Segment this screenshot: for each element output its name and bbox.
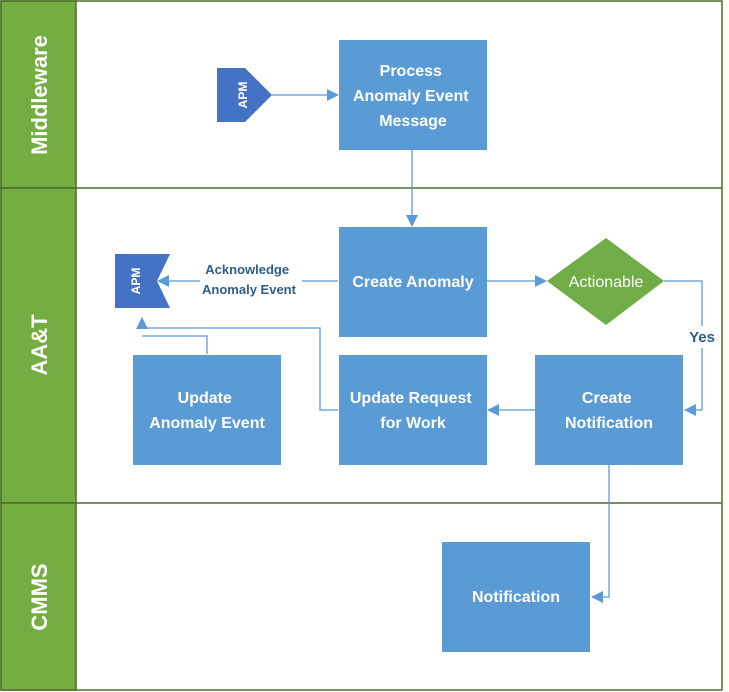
update-anomaly-event-box — [133, 355, 281, 465]
apm-target-shape — [115, 254, 170, 308]
create-notification-label: Create Notification — [565, 390, 653, 432]
apm-target-node[interactable]: APM — [115, 254, 170, 308]
connector-update-event-to-apm — [142, 335, 208, 354]
actionable-diamond — [547, 238, 664, 325]
connector-update-rfw-to-apm — [136, 317, 338, 411]
apm-source-node[interactable]: APM — [217, 68, 272, 122]
process-box — [339, 40, 487, 150]
apm-source-label: APM — [236, 82, 250, 109]
lane-middleware: Middleware — [0, 0, 77, 189]
connector-actionable-yes-top — [664, 280, 703, 326]
process-anomaly-event-message-node[interactable]: Process Anomaly Event Message — [339, 40, 487, 150]
update-anomaly-event-node[interactable]: Update Anomaly Event — [133, 355, 281, 465]
apm-source-shape — [217, 68, 272, 122]
apm-target-label: APM — [129, 268, 143, 295]
update-request-for-work-label: Update Request for Work — [350, 390, 476, 432]
lane-cmms: CMMS — [0, 502, 77, 691]
connector-create-notification-to-cmms — [591, 465, 610, 603]
notification-node[interactable]: Notification — [442, 542, 590, 652]
update-request-for-work-node[interactable]: Update Request for Work — [339, 355, 487, 465]
acknowledge-edge-label: Acknowledge Anomaly Event — [202, 262, 297, 297]
lane-label-cmms: CMMS — [27, 563, 52, 630]
update-anomaly-event-label: Update Anomaly Event — [149, 390, 265, 432]
yes-edge-label: Yes — [689, 329, 715, 346]
create-notification-box — [535, 355, 683, 465]
connector-yes-to-create-notification — [684, 348, 703, 416]
notification-box — [442, 542, 590, 652]
create-anomaly-node[interactable]: Create Anomaly — [339, 227, 487, 337]
create-anomaly-box — [339, 227, 487, 337]
actionable-decision-node[interactable]: Actionable — [547, 238, 664, 325]
actionable-label: Actionable — [569, 274, 644, 291]
process-box-label: Process Anomaly Event Message — [353, 63, 473, 130]
lane-aat: AA&T — [0, 187, 77, 504]
lane-label-middleware: Middleware — [27, 35, 52, 155]
create-notification-node[interactable]: Create Notification — [535, 355, 683, 465]
notification-label: Notification — [472, 589, 560, 606]
create-anomaly-label: Create Anomaly — [352, 274, 473, 291]
lane-header-cmms — [0, 502, 77, 691]
update-request-for-work-box — [339, 355, 487, 465]
lane-label-aat: AA&T — [27, 314, 52, 376]
lane-header-middleware — [0, 0, 77, 189]
